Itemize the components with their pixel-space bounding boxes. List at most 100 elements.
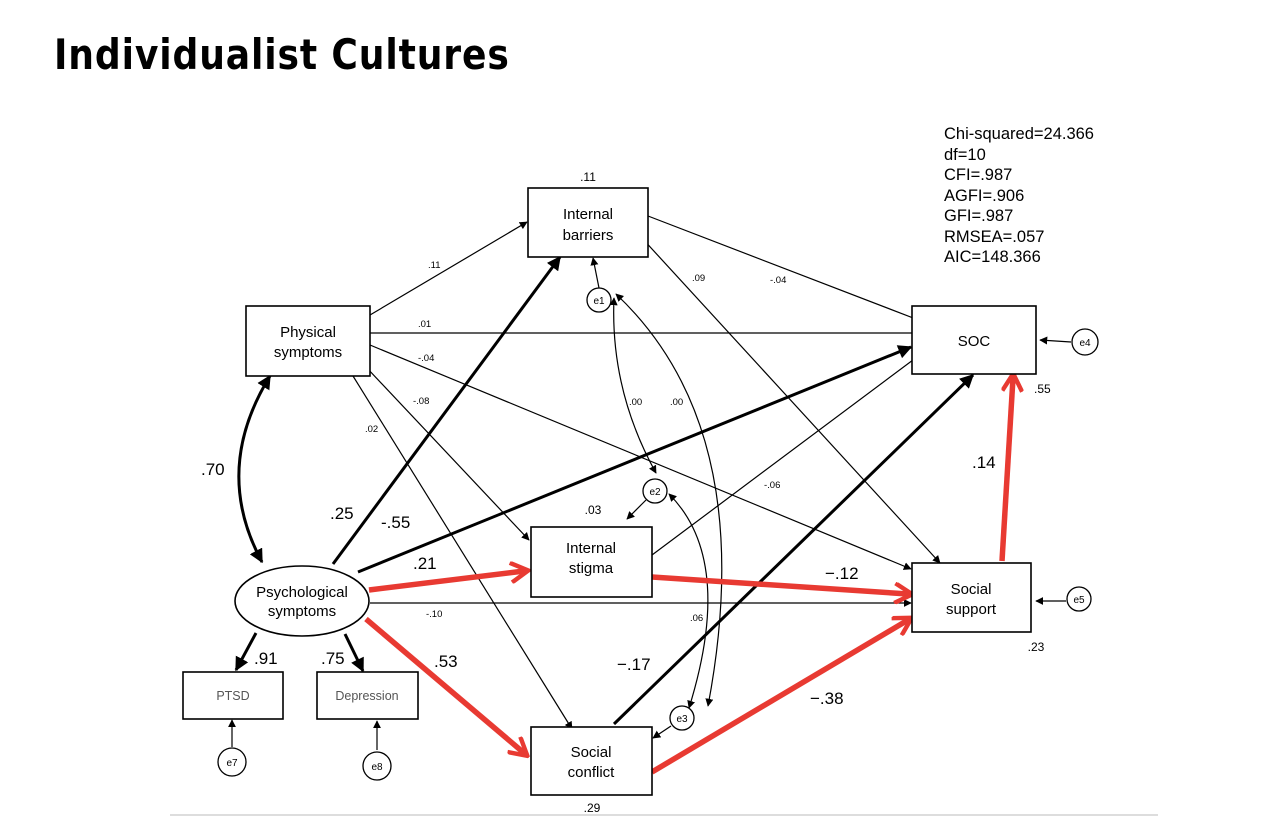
svg-text:e4: e4 <box>1079 338 1091 349</box>
svg-text:barriers: barriers <box>563 227 614 244</box>
path-psych-to-ptsd <box>234 632 258 672</box>
node-psychological-symptoms: Psychological symptoms <box>234 565 370 637</box>
path-stigma-to-support <box>651 574 908 594</box>
coef-conflict-soc: −.17 <box>617 655 651 674</box>
svg-text:SOC: SOC <box>958 333 991 350</box>
coef-physical-conflict: .02 <box>365 424 378 435</box>
coef-barriers-support: .09 <box>692 273 705 284</box>
fit-agfi: AGFI=.906 <box>944 186 1025 205</box>
path-physical-to-conflict <box>352 375 573 730</box>
svg-text:symptoms: symptoms <box>274 344 342 361</box>
coef-barriers-soc: -.04 <box>770 275 786 286</box>
coef-physical-barriers: .11 <box>428 260 441 271</box>
coef-conflict-support: −.38 <box>810 689 844 708</box>
cov-e1-e3 <box>615 293 723 707</box>
coef-psych-ptsd: .91 <box>254 649 278 668</box>
svg-text:e8: e8 <box>371 762 383 773</box>
coef-physical-soc: .01 <box>418 319 431 330</box>
coef-psych-support: -.10 <box>426 609 442 620</box>
coef-psych-soc: -.55 <box>381 513 410 532</box>
path-psych-to-stigma <box>368 571 524 593</box>
svg-text:support: support <box>946 601 997 618</box>
node-physical-symptoms: Physical symptoms <box>245 305 371 377</box>
error-e4: e4 <box>1071 328 1099 356</box>
coef-e1-e2: .00 <box>629 397 642 408</box>
coef-physical-psych-cov: .70 <box>201 460 225 479</box>
r2-internal-barriers: .11 <box>580 170 596 184</box>
r2-social-support: .23 <box>1028 640 1045 654</box>
svg-text:Social: Social <box>951 581 992 598</box>
coef-psych-conflict: .53 <box>434 652 458 671</box>
path-physical-to-barriers <box>369 221 528 316</box>
path-support-to-soc <box>999 378 1013 562</box>
fit-rmsea: RMSEA=.057 <box>944 227 1045 246</box>
coef-psych-barriers: .25 <box>330 504 354 523</box>
fit-cfi: CFI=.987 <box>944 166 1013 184</box>
path-barriers-to-support <box>640 236 941 564</box>
error-e8: e8 <box>362 751 392 781</box>
coef-stigma-support: −.12 <box>825 564 859 583</box>
path-psych-to-conflict <box>364 616 524 753</box>
svg-text:Internal: Internal <box>566 540 616 557</box>
svg-text:Social: Social <box>571 744 612 761</box>
fit-statistics: Chi-squared=24.366 df=10 CFI=.987 AGFI=.… <box>944 124 1094 268</box>
svg-text:e3: e3 <box>676 714 688 725</box>
path-barriers-to-soc <box>647 215 922 323</box>
svg-text:stigma: stigma <box>569 560 614 577</box>
r2-internal-stigma: .03 <box>585 503 602 517</box>
fit-chi-squared: Chi-squared=24.366 <box>944 125 1094 143</box>
coef-support-soc: .14 <box>972 453 996 472</box>
cov-e2-e3 <box>668 493 709 709</box>
path-conflict-to-soc <box>612 373 975 726</box>
cov-e1-e2 <box>609 297 657 474</box>
svg-text:conflict: conflict <box>568 764 616 781</box>
arrow-e4-soc <box>1039 336 1072 345</box>
slide-title: Individualist Cultures <box>54 30 510 79</box>
path-psych-to-barriers <box>331 255 562 565</box>
node-internal-barriers: Internal barriers <box>527 187 649 258</box>
coef-psych-depression: .75 <box>321 649 345 668</box>
node-ptsd: PTSD <box>182 671 284 720</box>
r2-soc: .55 <box>1034 382 1051 396</box>
path-conflict-to-support <box>650 620 908 775</box>
coef-psych-stigma: .21 <box>413 554 437 573</box>
arrow-e2-stigma <box>626 499 647 520</box>
cov-physical-psych <box>237 374 272 564</box>
fit-gfi: GFI=.987 <box>944 207 1014 225</box>
error-e5: e5 <box>1066 586 1092 612</box>
svg-text:symptoms: symptoms <box>268 603 336 620</box>
svg-text:e1: e1 <box>593 296 605 307</box>
error-e3: e3 <box>669 705 695 731</box>
path-psych-to-soc <box>357 345 913 574</box>
svg-text:e7: e7 <box>226 758 238 769</box>
fit-df: df=10 <box>944 145 986 164</box>
coef-e1-e3: .00 <box>670 397 683 408</box>
error-e2: e2 <box>642 478 668 504</box>
coef-e2-e3: .06 <box>690 613 703 624</box>
coef-stigma-soc: -.06 <box>764 480 780 491</box>
svg-text:Internal: Internal <box>563 206 613 223</box>
error-e7: e7 <box>217 747 247 777</box>
arrow-e3-conflict <box>652 725 672 739</box>
node-social-conflict: Social conflict <box>530 726 653 796</box>
svg-text:PTSD: PTSD <box>216 689 249 703</box>
node-depression: Depression <box>316 671 419 720</box>
svg-text:e5: e5 <box>1073 595 1085 606</box>
path-psych-to-depression <box>343 633 365 673</box>
svg-text:Psychological: Psychological <box>256 584 348 601</box>
node-soc: SOC <box>911 305 1037 375</box>
coef-physical-support: -.04 <box>418 353 434 364</box>
svg-text:Physical: Physical <box>280 324 336 341</box>
svg-text:e2: e2 <box>649 487 661 498</box>
error-e1: e1 <box>586 287 612 313</box>
coef-physical-stigma: -.08 <box>413 396 429 407</box>
fit-aic: AIC=148.366 <box>944 248 1041 266</box>
node-internal-stigma: Internal stigma <box>530 526 653 598</box>
r2-social-conflict: .29 <box>584 801 601 815</box>
svg-text:Depression: Depression <box>335 689 398 703</box>
node-social-support: Social support <box>911 562 1032 633</box>
path-physical-to-stigma <box>365 366 530 541</box>
arrow-e1-barriers <box>590 257 600 289</box>
path-stigma-to-soc <box>651 353 922 556</box>
